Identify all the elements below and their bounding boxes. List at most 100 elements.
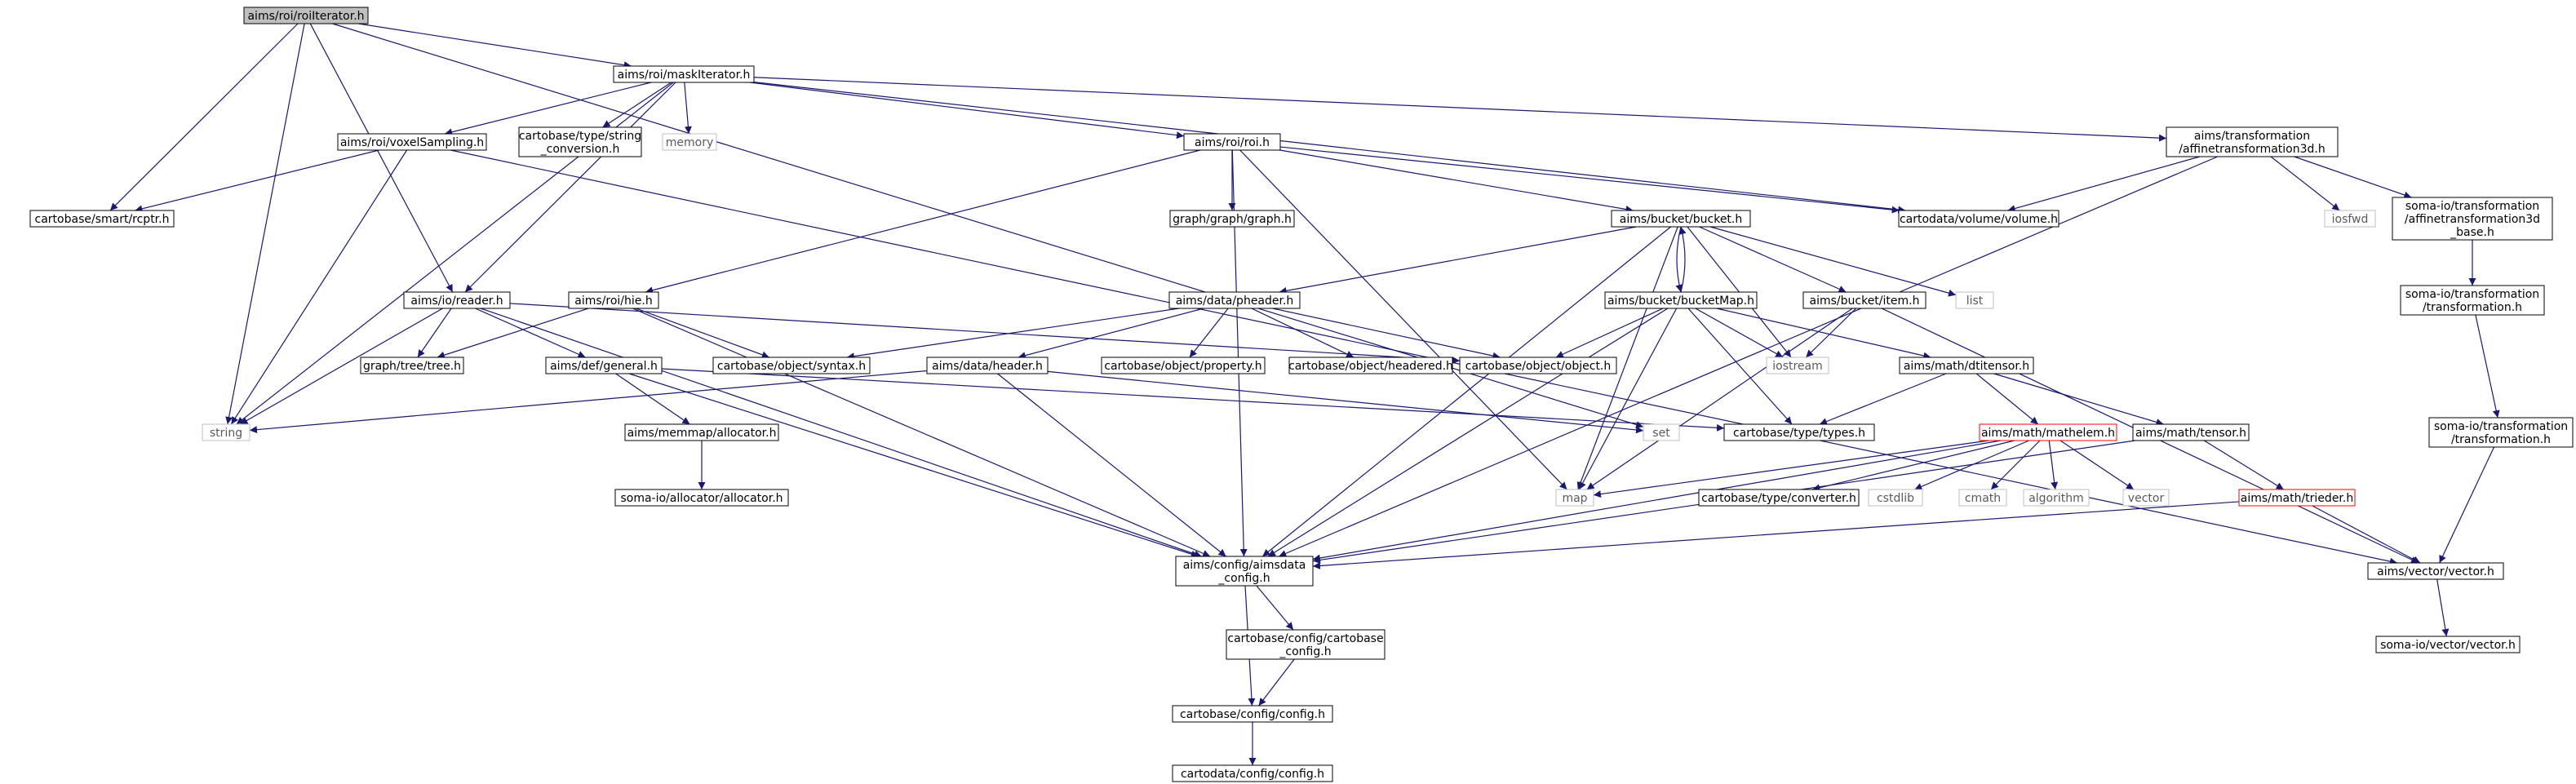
- node-pheaderh[interactable]: aims/data/pheader.h: [1168, 291, 1301, 309]
- node-label: soma-io/transformation: [2405, 288, 2539, 301]
- node-typesh[interactable]: cartobase/type/types.h: [1723, 423, 1875, 441]
- node-label: cartodata/config/config.h: [1181, 768, 1324, 781]
- node-box: [2238, 489, 2356, 507]
- node-bucketmaph[interactable]: aims/bucket/bucketMap.h: [1604, 291, 1758, 309]
- node-box: [403, 291, 511, 309]
- node-configh[interactable]: cartobase/config/config.h: [1172, 705, 1333, 723]
- node-bucketh[interactable]: aims/bucket/bucket.h: [1611, 210, 1751, 228]
- node-dtitensorh[interactable]: aims/math/dtitensor.h: [1899, 357, 2034, 374]
- edge-mathelemh-to-cmath: [1990, 440, 2041, 490]
- node-label: set: [1652, 427, 1670, 440]
- node-roiiterator[interactable]: aims/roi/roiIterator.h: [243, 7, 369, 24]
- node-mathelemh[interactable]: aims/math/mathelem.h: [1979, 423, 2117, 441]
- node-iosfwd: iosfwd: [2324, 210, 2376, 228]
- node-propertyh[interactable]: cartobase/object/property.h: [1101, 357, 1266, 374]
- node-layer: aims/roi/roiIterator.h aims/roi/maskItera…: [29, 7, 2574, 782]
- node-label: aims/io/reader.h: [410, 295, 503, 308]
- node-label: aims/memmap/allocator.h: [627, 427, 777, 440]
- node-syntaxh[interactable]: cartobase/object/syntax.h: [712, 357, 871, 374]
- node-box: [1802, 291, 1926, 309]
- node-tensorh[interactable]: aims/math/tensor.h: [2132, 423, 2250, 441]
- edge-maskiterator-to-memory: [684, 82, 692, 135]
- node-box: [2166, 126, 2339, 157]
- node-headerh[interactable]: aims/data/header.h: [926, 357, 1049, 374]
- edge-bucketh-to-bucketmaph: [1675, 226, 1683, 293]
- node-label: _config.h: [1217, 572, 1270, 585]
- node-volumeh[interactable]: cartodata/volume/volume.h: [1898, 210, 2059, 228]
- edge-triederh-to-aimsdataconfig: [1312, 501, 2240, 570]
- edge-affine3d-to-volumeh: [2007, 156, 2201, 212]
- node-label: /affinetransformation3d: [2405, 213, 2540, 226]
- node-cartobaseconfig[interactable]: cartobase/config/cartobase_config.h: [1226, 629, 1386, 660]
- node-voxelsampling[interactable]: aims/roi/voxelSampling.h: [337, 133, 487, 151]
- node-box: [1226, 629, 1386, 660]
- node-vector: vector: [2122, 489, 2170, 507]
- node-allocatorh[interactable]: aims/memmap/allocator.h: [624, 423, 779, 441]
- edge-roiiterator-to-maskiterator: [358, 23, 632, 69]
- node-label: aims/roi/maskIterator.h: [618, 69, 751, 82]
- node-label: cartobase/type/converter.h: [1701, 492, 1856, 505]
- node-box: [2428, 417, 2574, 448]
- node-label: graph/graph/graph.h: [1173, 213, 1292, 226]
- node-label: cartobase/object/syntax.h: [717, 360, 866, 373]
- node-converterh[interactable]: cartobase/type/converter.h: [1698, 489, 1860, 507]
- node-cartodataconfig[interactable]: cartodata/config/config.h: [1172, 764, 1333, 782]
- node-somatransformation2[interactable]: soma-io/transformation/transformation.h: [2428, 417, 2574, 448]
- node-label: iosfwd: [2332, 213, 2369, 226]
- node-headeredh[interactable]: cartobase/object/headered.h: [1288, 357, 1453, 374]
- node-label: graph/tree/tree.h: [363, 360, 461, 373]
- edge-bucketmaph-to-objecth: [1555, 308, 1664, 358]
- node-triederh[interactable]: aims/math/trieder.h: [2238, 489, 2356, 507]
- edge-maskiterator-to-volumeh: [753, 81, 1906, 214]
- node-itemh[interactable]: aims/bucket/item.h: [1802, 291, 1926, 309]
- node-generalh[interactable]: aims/def/general.h: [545, 357, 663, 374]
- node-iostream: iostream: [1766, 357, 1829, 374]
- node-box: [1175, 556, 1314, 587]
- node-label: aims/bucket/bucket.h: [1620, 213, 1743, 226]
- node-label: iostream: [1772, 360, 1823, 373]
- edge-somatransformation2-to-aimsvectorh: [2439, 446, 2495, 564]
- node-somaaffine[interactable]: soma-io/transformation/affinetransformat…: [2392, 197, 2553, 241]
- node-label: /affinetransformation3d.h: [2179, 143, 2325, 156]
- node-roih[interactable]: aims/roi/roi.h: [1183, 133, 1281, 151]
- edge-readerh-to-treeh: [417, 308, 452, 358]
- node-somatransformation[interactable]: soma-io/transformation/transformation.h: [2400, 285, 2545, 316]
- node-label: _conversion.h: [540, 143, 620, 156]
- node-treeh[interactable]: graph/tree/tree.h: [360, 357, 464, 374]
- node-maskiterator[interactable]: aims/roi/maskIterator.h: [613, 65, 755, 83]
- node-graphh[interactable]: graph/graph/graph.h: [1169, 210, 1295, 228]
- node-box: [624, 423, 779, 441]
- node-readerh[interactable]: aims/io/reader.h: [403, 291, 511, 309]
- edge-headerh-to-aimsdataconfig: [997, 373, 1226, 557]
- node-stringconv[interactable]: cartobase/type/string_conversion.h: [518, 126, 642, 157]
- edge-maskiterator-to-affine3d: [753, 77, 2167, 142]
- node-somaallocator[interactable]: soma-io/allocator/allocator.h: [614, 489, 789, 507]
- node-hieh[interactable]: aims/roi/hie.h: [568, 291, 659, 309]
- edge-roiiterator-to-rcptr: [109, 23, 299, 211]
- node-label: cstdlib: [1877, 492, 1914, 505]
- node-box: [243, 7, 369, 24]
- node-label: aims/transformation: [2194, 130, 2310, 143]
- node-somavector[interactable]: soma-io/vector/vector.h: [2375, 636, 2521, 653]
- node-label: cartobase/object/object.h: [1465, 360, 1612, 373]
- node-rcptr[interactable]: cartobase/smart/rcptr.h: [29, 210, 175, 228]
- node-box: [568, 291, 659, 309]
- edge-headerh-to-string: [249, 370, 928, 434]
- edge-voxelsampling-to-rcptr: [135, 149, 379, 213]
- node-label: aims/vector/vector.h: [2377, 565, 2494, 578]
- node-label: memory: [666, 136, 714, 149]
- node-aimsdataconfig[interactable]: aims/config/aimsdata_config.h: [1175, 556, 1314, 587]
- node-label: aims/roi/roi.h: [1195, 136, 1270, 149]
- node-objecth[interactable]: cartobase/object/object.h: [1459, 357, 1617, 374]
- edge-cartobaseconfig-to-configh: [1258, 658, 1295, 706]
- edge-headerh-to-set: [1047, 370, 1644, 434]
- node-label: cartobase/object/property.h: [1104, 360, 1261, 373]
- node-label: cartobase/smart/rcptr.h: [35, 213, 170, 226]
- node-box: [1169, 210, 1295, 228]
- edge-bucketh-to-aimsdataconfig: [1261, 226, 1671, 557]
- node-box: [2375, 636, 2521, 653]
- edge-itemh-to-iostream: [1805, 308, 1857, 358]
- node-affine3d[interactable]: aims/transformation/affinetransformation…: [2166, 126, 2339, 157]
- edge-readerh-to-objecth: [509, 303, 1461, 365]
- node-aimsvectorh[interactable]: aims/vector/vector.h: [2367, 562, 2504, 580]
